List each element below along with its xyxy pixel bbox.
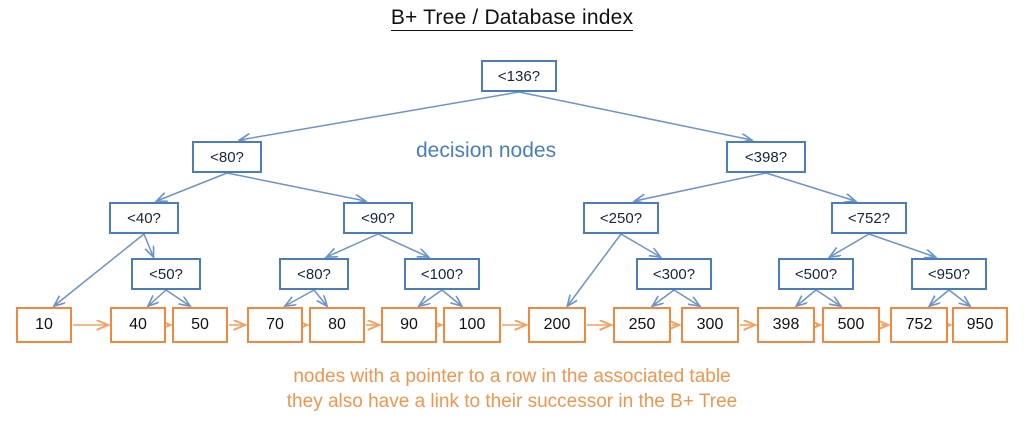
edge bbox=[285, 289, 315, 306]
leaf-node-752[interactable]: 752 bbox=[890, 307, 948, 343]
edge bbox=[226, 172, 365, 201]
decision-node-label: <752? bbox=[847, 209, 891, 227]
decision-node-label: <300? bbox=[652, 265, 696, 283]
edge bbox=[157, 172, 228, 201]
leaf-node-300[interactable]: 300 bbox=[681, 307, 739, 343]
leaf-node-label: 10 bbox=[35, 316, 53, 333]
edge bbox=[327, 233, 379, 257]
leaf-caption-line-2: they also have a link to their successor… bbox=[286, 391, 738, 412]
page-title-text: B+ Tree / Database index bbox=[390, 6, 634, 31]
leaf-node-50[interactable]: 50 bbox=[172, 307, 228, 343]
leaf-node-label: 398 bbox=[772, 316, 800, 333]
decision-node-250[interactable]: <250? bbox=[583, 202, 659, 234]
leaf-node-label: 752 bbox=[905, 316, 933, 333]
decision-node-80[interactable]: <80? bbox=[279, 258, 349, 290]
edge bbox=[796, 289, 817, 306]
leaf-node-398[interactable]: 398 bbox=[757, 307, 815, 343]
edge bbox=[567, 233, 622, 306]
decision-node-label: <40? bbox=[127, 209, 161, 227]
decision-node-label: <100? bbox=[420, 265, 464, 283]
decision-node-950[interactable]: <950? bbox=[911, 258, 987, 290]
decision-node-label: <250? bbox=[599, 209, 643, 227]
decision-node-80[interactable]: <80? bbox=[192, 141, 262, 173]
leaf-node-label: 80 bbox=[328, 316, 346, 333]
leaf-node-90[interactable]: 90 bbox=[381, 307, 437, 343]
leaf-node-label: 70 bbox=[266, 316, 284, 333]
edge bbox=[148, 289, 167, 306]
decision-node-300[interactable]: <300? bbox=[636, 258, 712, 290]
decision-node-label: <80? bbox=[210, 148, 244, 166]
edge bbox=[240, 91, 520, 140]
decision-node-752[interactable]: <752? bbox=[831, 202, 907, 234]
edge bbox=[518, 91, 752, 140]
decision-node-50[interactable]: <50? bbox=[131, 258, 201, 290]
edge bbox=[165, 289, 190, 306]
leaf-node-label: 200 bbox=[543, 316, 571, 333]
edge bbox=[830, 233, 870, 257]
decision-node-label: <500? bbox=[794, 265, 838, 283]
leaf-node-label: 90 bbox=[400, 316, 418, 333]
decision-node-500[interactable]: <500? bbox=[778, 258, 854, 290]
decision-node-40[interactable]: <40? bbox=[109, 202, 179, 234]
decision-node-100[interactable]: <100? bbox=[404, 258, 480, 290]
decision-node-label: <90? bbox=[361, 209, 395, 227]
edge bbox=[652, 289, 675, 306]
edge bbox=[929, 289, 950, 306]
decision-node-label: <136? bbox=[497, 67, 541, 85]
decision-node-90[interactable]: <90? bbox=[343, 202, 413, 234]
edge bbox=[948, 289, 970, 306]
leaf-node-250[interactable]: 250 bbox=[613, 307, 671, 343]
leaf-node-950[interactable]: 950 bbox=[952, 307, 1008, 343]
decision-node-label: <80? bbox=[297, 265, 331, 283]
edge bbox=[620, 233, 660, 257]
leaf-node-label: 40 bbox=[129, 316, 147, 333]
page-title: B+ Tree / Database index bbox=[0, 6, 1024, 31]
leaf-node-10[interactable]: 10 bbox=[16, 307, 72, 343]
decision-node-label: <50? bbox=[149, 265, 183, 283]
edge bbox=[635, 172, 767, 201]
edge bbox=[419, 289, 443, 306]
edge bbox=[673, 289, 700, 306]
leaf-node-200[interactable]: 200 bbox=[528, 307, 586, 343]
leaf-node-label: 950 bbox=[966, 316, 994, 333]
edge bbox=[765, 172, 855, 201]
edge bbox=[377, 233, 428, 257]
leaf-node-80[interactable]: 80 bbox=[309, 307, 365, 343]
leaf-node-label: 250 bbox=[628, 316, 656, 333]
leaf-node-label: 300 bbox=[696, 316, 724, 333]
decision-node-136[interactable]: <136? bbox=[481, 60, 557, 92]
leaf-node-label: 100 bbox=[458, 316, 486, 333]
leaf-node-70[interactable]: 70 bbox=[247, 307, 303, 343]
decision-node-label: <950? bbox=[927, 265, 971, 283]
edge bbox=[815, 289, 841, 306]
leaf-node-label: 50 bbox=[191, 316, 209, 333]
edge bbox=[313, 289, 327, 306]
leaf-node-100[interactable]: 100 bbox=[443, 307, 501, 343]
decision-node-label: <398? bbox=[744, 148, 788, 166]
edge bbox=[441, 289, 462, 306]
leaf-caption-line-1: nodes with a pointer to a row in the ass… bbox=[293, 366, 731, 387]
decision-node-398[interactable]: <398? bbox=[726, 141, 806, 173]
edge bbox=[143, 233, 153, 257]
leaf-node-label: 500 bbox=[837, 316, 865, 333]
annotation-decision-nodes: decision nodes bbox=[416, 139, 557, 162]
edge bbox=[868, 233, 935, 257]
leaf-node-40[interactable]: 40 bbox=[110, 307, 166, 343]
leaf-node-500[interactable]: 500 bbox=[822, 307, 880, 343]
annotation-leaf-caption: nodes with a pointer to a row in the ass… bbox=[0, 364, 1024, 414]
